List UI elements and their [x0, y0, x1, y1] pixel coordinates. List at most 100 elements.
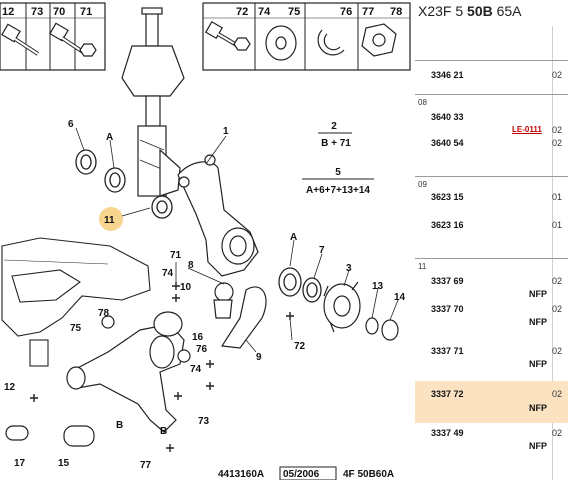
- footer-ref: 4413160A: [218, 469, 264, 480]
- callout-11-highlight: [99, 207, 123, 231]
- parts-group-08: 08 3640 33 LE-0111 02 3640 54 02: [415, 94, 568, 177]
- part-row[interactable]: 3623 16 01: [415, 217, 568, 237]
- qty-column-divider: [552, 26, 553, 480]
- callout-74-a: 74: [162, 268, 174, 279]
- nfp-flag: NFP: [529, 317, 547, 327]
- parts-group: 3346 21 02: [415, 60, 568, 95]
- part-row[interactable]: 3640 33 LE-0111 02: [415, 109, 568, 135]
- fraction-2-bottom: A+6+7+13+14: [306, 185, 370, 196]
- callout-78: 78: [98, 308, 110, 319]
- label-78-top: 78: [390, 6, 402, 18]
- nut-icon: [361, 23, 397, 57]
- group-number: 11: [418, 262, 427, 271]
- callout-B-1: B: [116, 420, 123, 431]
- leader-lines: [75, 127, 399, 353]
- label-12-top: 12: [2, 6, 14, 18]
- callout-11: 11: [104, 215, 115, 226]
- callout-3: 3: [346, 263, 352, 274]
- bearing-seals: [75, 149, 322, 303]
- part-number: 3337 69: [431, 276, 464, 286]
- part-row[interactable]: 3337 69 02 NFP: [415, 273, 568, 301]
- callout-74-b: 74: [190, 364, 202, 375]
- part-qty: 02: [552, 125, 563, 135]
- part-number: 3337 49: [431, 428, 464, 438]
- fraction-1-top: 2: [331, 121, 337, 132]
- bushes: [5, 315, 191, 447]
- callout-1: 1: [223, 126, 229, 137]
- steering-knuckle: [177, 154, 259, 277]
- callout-A-1: A: [106, 132, 113, 143]
- fastener-panel-right: 72 74 75 76 77 78: [202, 2, 411, 71]
- part-number: 3337 71: [431, 346, 464, 356]
- fraction-formula-1: 2 B + 71: [318, 121, 352, 149]
- callout-7: 7: [319, 245, 325, 256]
- label-71-top: 71: [80, 6, 92, 18]
- part-number: 3623 16: [431, 220, 464, 230]
- label-77-top: 77: [362, 6, 374, 18]
- part-number: 3337 72: [431, 389, 464, 399]
- part-qty: 01: [552, 192, 563, 202]
- part-row[interactable]: 3337 70 02 NFP: [415, 301, 568, 329]
- diagram-footer: 4413160A 05/2006 4F 50B60A: [218, 466, 394, 480]
- group-number: 09: [418, 180, 427, 189]
- callout-12: 12: [4, 382, 16, 393]
- callout-76: 76: [196, 344, 208, 355]
- part-row[interactable]: 3337 71 02 NFP: [415, 343, 568, 371]
- label-75-top: 75: [288, 6, 300, 18]
- part-qty: 02: [552, 70, 563, 80]
- fastener-panel-left: 12 73 70 71: [0, 2, 106, 71]
- label-74-top: 74: [258, 6, 271, 18]
- ball-joint: [213, 282, 267, 349]
- part-qty: 02: [552, 276, 563, 286]
- part-row-highlighted[interactable]: 3337 72 02 NFP: [415, 381, 568, 423]
- part-number: 3640 33: [431, 112, 464, 122]
- part-row[interactable]: 3346 21 02: [415, 67, 568, 87]
- bolt-icon: [204, 20, 251, 51]
- part-qty: 02: [552, 389, 563, 399]
- fraction-formula-2: 5 A+6+7+13+14: [302, 167, 374, 196]
- parts-group-09: 09 3623 15 01 3623 16 01: [415, 176, 568, 259]
- callout-15: 15: [58, 458, 70, 469]
- fraction-1-bottom: B + 71: [321, 138, 351, 149]
- parts-group-11: 11 3337 69 02 NFP 3337 70 02 NFP 3337 71…: [415, 258, 568, 481]
- reference-link[interactable]: LE-0111: [512, 125, 542, 134]
- parts-list-panel: X23F 5 50B 65A 3346 21 02 08 3640 33 LE-…: [415, 0, 568, 480]
- fraction-2-top: 5: [335, 167, 341, 178]
- part-row[interactable]: 3337 49 02 NFP: [415, 425, 568, 453]
- washer-icon: [265, 25, 297, 61]
- callout-75: 75: [70, 323, 82, 334]
- part-qty: 02: [552, 346, 563, 356]
- part-qty: 01: [552, 220, 563, 230]
- callout-9: 9: [256, 352, 262, 363]
- parts-header: X23F 5 50B 65A: [415, 0, 568, 26]
- part-number: 3623 15: [431, 192, 464, 202]
- callout-16: 16: [192, 332, 204, 343]
- bolt-icon: [1, 22, 97, 57]
- callout-14: 14: [394, 292, 406, 303]
- wheel-hub: [323, 281, 399, 341]
- label-72-top: 72: [236, 6, 248, 18]
- lower-wishbone: [66, 311, 185, 433]
- part-qty: 02: [552, 138, 563, 148]
- nfp-flag: NFP: [529, 289, 547, 299]
- callout-77: 77: [140, 460, 152, 471]
- bolt-markers: [30, 282, 294, 452]
- callout-13: 13: [372, 281, 384, 292]
- nfp-flag: NFP: [529, 441, 547, 451]
- part-qty: 02: [552, 428, 563, 438]
- part-row[interactable]: 3623 15 01: [415, 189, 568, 209]
- callout-72: 72: [294, 341, 306, 352]
- part-qty: 02: [552, 304, 563, 314]
- label-76-top: 76: [340, 6, 352, 18]
- nfp-flag: NFP: [529, 403, 547, 413]
- callout-6: 6: [68, 119, 74, 130]
- footer-code: 4F 50B60A: [343, 469, 394, 480]
- model-code: X23F 5 50B 65A: [418, 3, 522, 19]
- label-70-top: 70: [53, 6, 65, 18]
- diagram-svg: 12 73 70 71 72 74 75 76 77 78: [0, 2, 411, 480]
- group-number: 08: [418, 98, 427, 107]
- callout-8: 8: [188, 260, 194, 271]
- footer-date: 05/2006: [283, 469, 320, 480]
- part-row[interactable]: 3640 54 02: [415, 135, 568, 155]
- callouts: 1 6 A 11 A 7 3 13 14 71 74 8 10 78 75 16…: [4, 119, 406, 471]
